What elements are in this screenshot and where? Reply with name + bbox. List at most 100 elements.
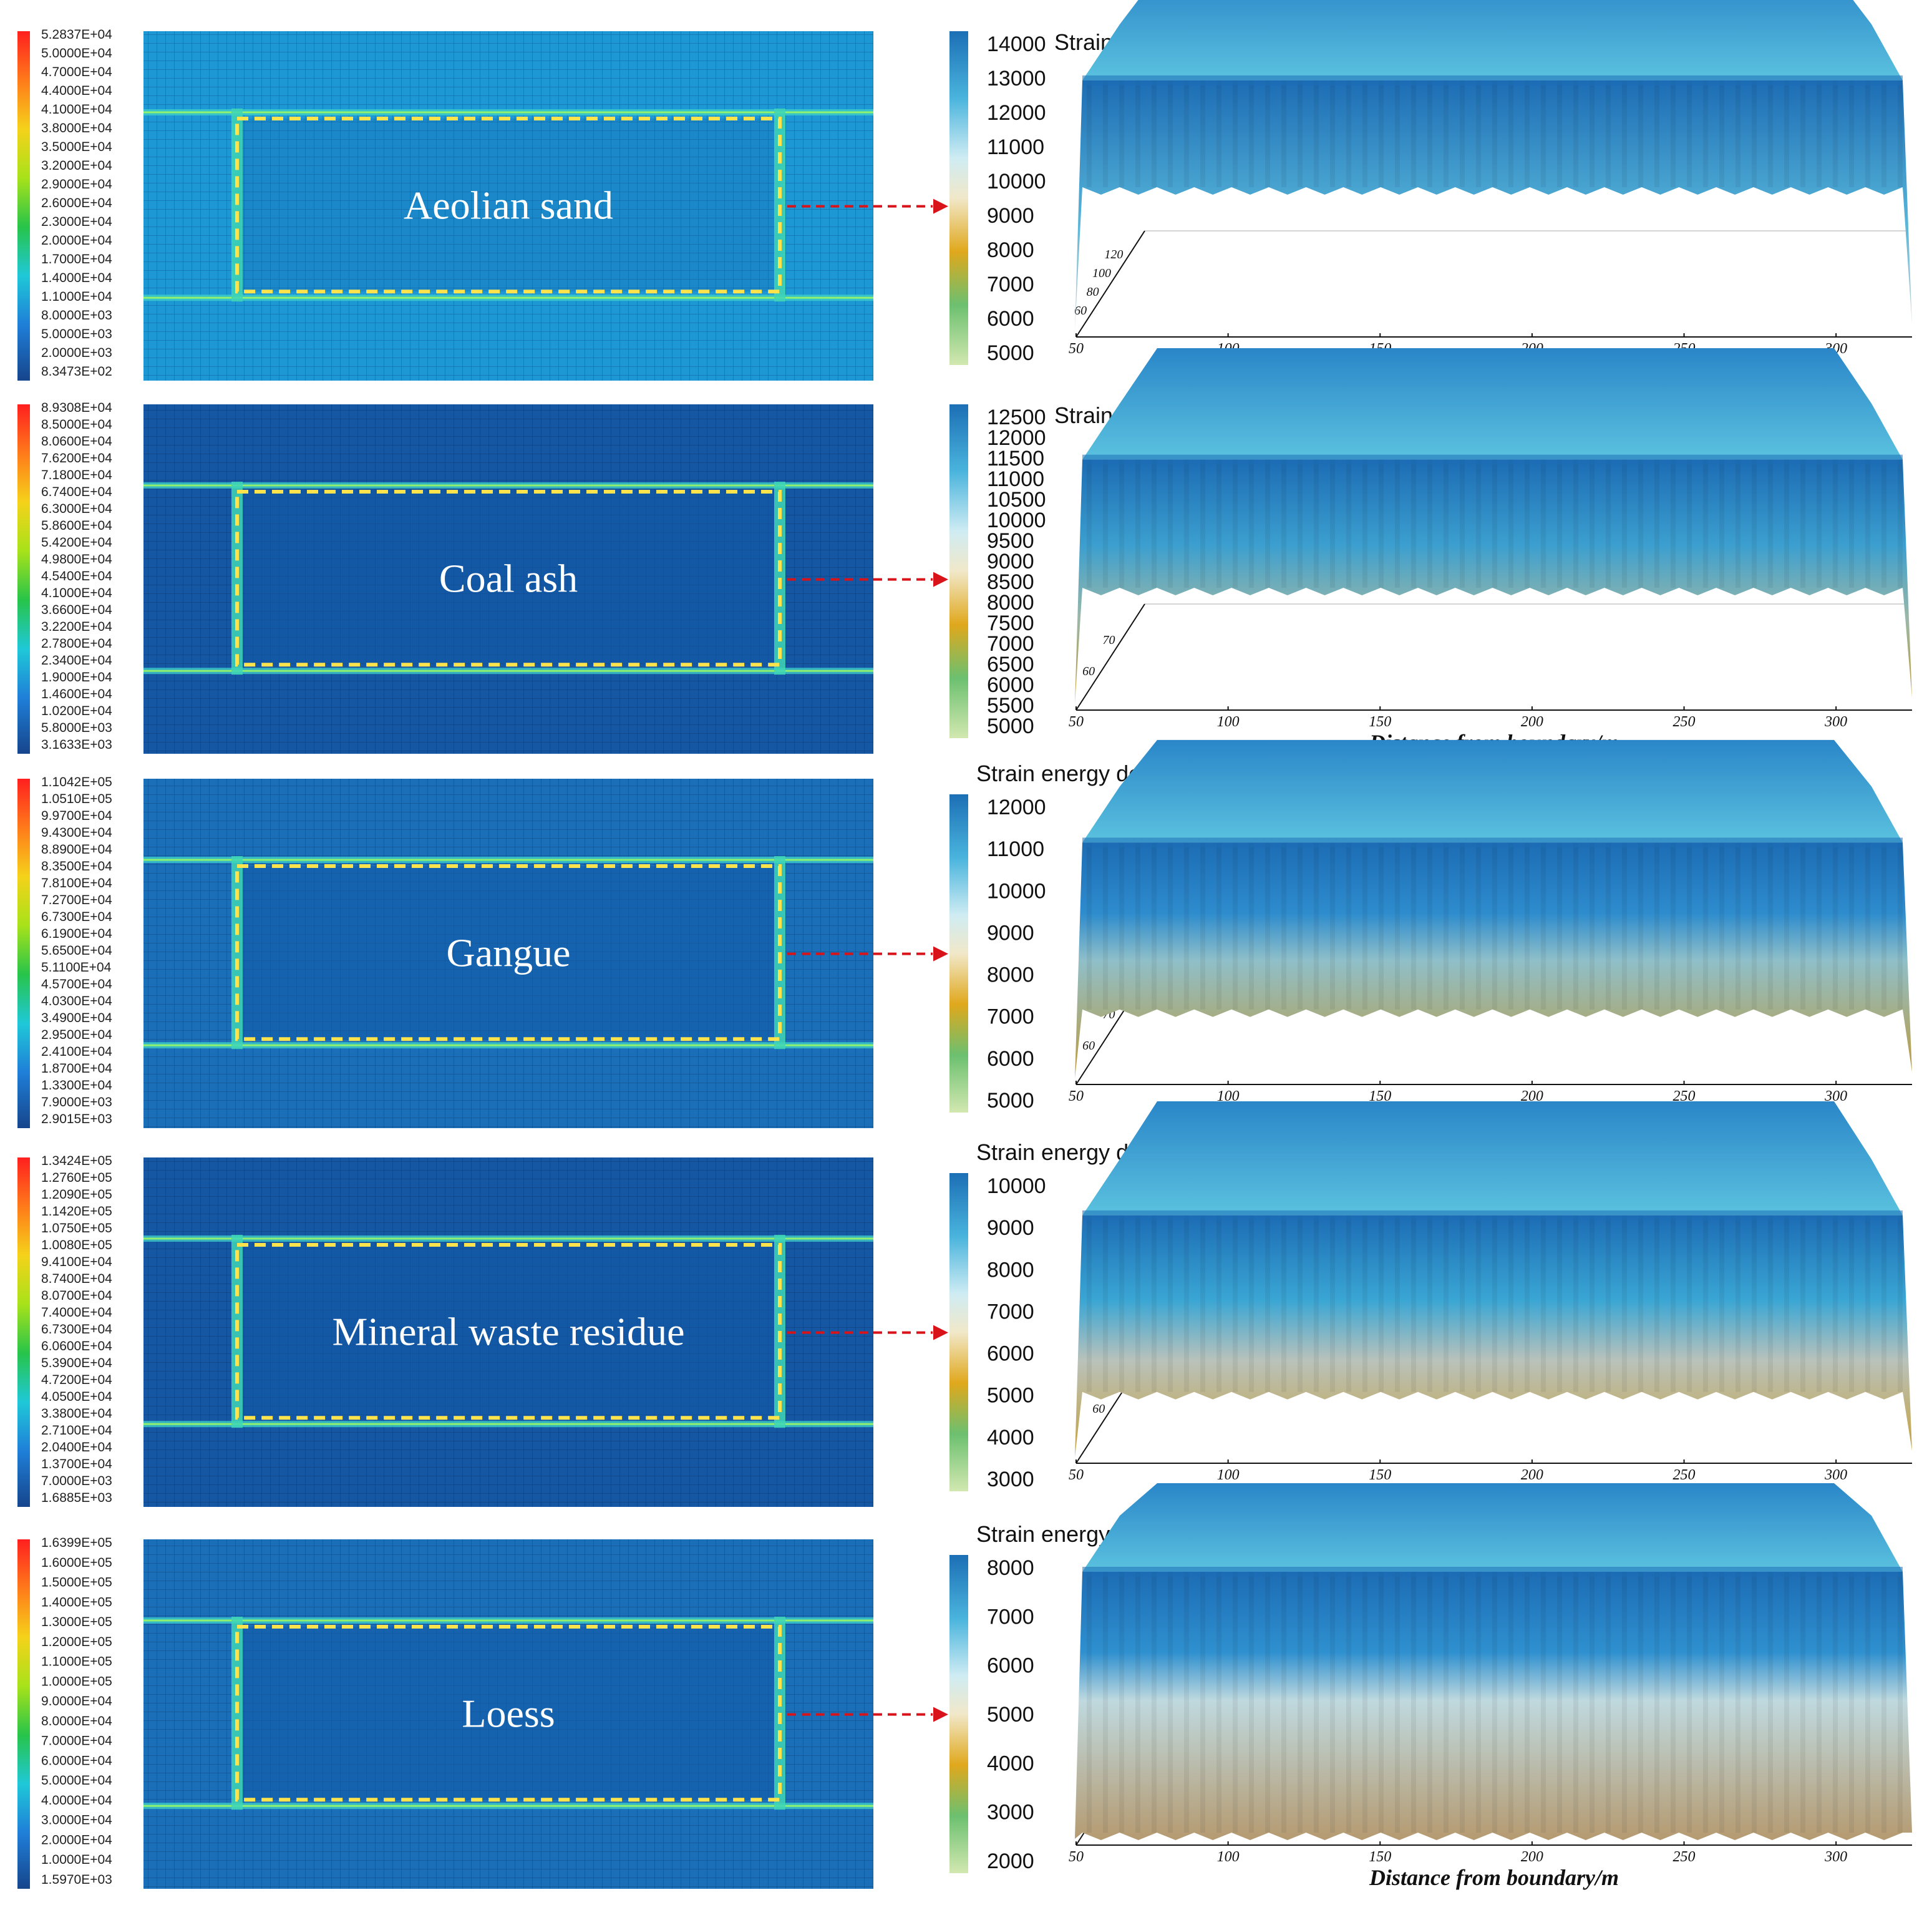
z-tick-label: 9000	[987, 921, 1034, 945]
legend-label: 3.2000E+04	[41, 158, 112, 173]
surface-colorbar	[949, 1173, 968, 1491]
y-tick-label: 80	[1087, 285, 1099, 299]
z-tick-label: 11000	[987, 837, 1044, 861]
contour-mesh	[143, 31, 873, 381]
surface-colorbar	[949, 1555, 968, 1873]
seam-line	[143, 296, 873, 299]
legend-label: 1.0750E+05	[41, 1221, 112, 1235]
legend-label: 1.1000E+05	[41, 1655, 112, 1669]
pillar-edge	[231, 109, 243, 302]
x-tick-label: 50	[1069, 1088, 1084, 1104]
x-tick-label: 50	[1069, 1467, 1084, 1483]
seam-line	[143, 670, 873, 672]
legend-label: 6.0000E+04	[41, 1753, 112, 1768]
z-tick-label: 12000	[987, 426, 1046, 450]
legend-label: 7.2700E+04	[41, 893, 112, 907]
backfill-region	[237, 866, 780, 1040]
legend-label: 3.5000E+04	[41, 140, 112, 154]
surface-striations	[1082, 842, 1903, 1010]
legend-label: 6.1900E+04	[41, 927, 112, 941]
z-tick-label: 12500	[987, 406, 1046, 429]
legend-label: 1.5000E+05	[41, 1576, 112, 1590]
legend-label: 1.2760E+05	[41, 1171, 112, 1185]
material-label: Mineral waste residue	[332, 1310, 684, 1354]
legend-label: 5.4200E+04	[41, 535, 112, 550]
backfill-region	[237, 1245, 780, 1418]
seam-line	[143, 1237, 873, 1240]
surface-top	[1082, 0, 1903, 80]
x-axis-title: Distance from boundary/m	[1369, 1865, 1619, 1890]
z-tick-label: 6000	[987, 307, 1034, 331]
x-tick-label: 300	[1824, 1467, 1847, 1483]
legend-label: 1.0000E+05	[41, 1674, 112, 1688]
legend-label: 8.3473E+02	[41, 364, 112, 379]
legend-label: 1.7000E+04	[41, 252, 112, 266]
legend-label: 8.9308E+04	[41, 401, 112, 415]
z-tick-label: 5000	[987, 1703, 1034, 1727]
x-tick-label: 250	[1673, 1467, 1696, 1483]
seam-line	[143, 111, 873, 114]
z-tick-label: 5000	[987, 1384, 1034, 1408]
legend-label: 8.3500E+04	[41, 859, 112, 874]
y-tick-label: 100	[1092, 266, 1111, 280]
legend-label: 7.0000E+03	[41, 1474, 112, 1488]
y-tick-label: 60	[1074, 304, 1087, 318]
legend-label: 3.0000E+04	[41, 1813, 112, 1828]
z-tick-label: 11000	[987, 467, 1044, 491]
legend-label: 1.2090E+05	[41, 1187, 112, 1202]
material-label: Loess	[462, 1692, 555, 1736]
legend-label: 1.0000E+04	[41, 1853, 112, 1867]
z-tick-label: 13000	[987, 67, 1046, 90]
legend-label: 5.8600E+04	[41, 519, 112, 533]
legend-label: 9.4300E+04	[41, 826, 112, 840]
pillar-edge	[231, 482, 243, 675]
legend-label: 3.3800E+04	[41, 1406, 112, 1421]
backfill-outline	[235, 490, 782, 667]
legend-label: 4.5400E+04	[41, 569, 112, 583]
surface-top	[1082, 1101, 1903, 1216]
z-tick-label: 6000	[987, 1342, 1034, 1366]
legend-label: 4.7200E+04	[41, 1373, 112, 1387]
legend-label: 2.9000E+04	[41, 177, 112, 192]
z-tick-label: 4000	[987, 1752, 1034, 1775]
legend-label: 1.1420E+05	[41, 1204, 112, 1219]
legend-label: 2.3000E+04	[41, 215, 112, 229]
x-tick-label: 200	[1521, 714, 1543, 730]
legend-label: 2.0000E+03	[41, 346, 112, 360]
legend-label: 2.4100E+04	[41, 1045, 112, 1059]
legend-label: 3.1633E+03	[41, 738, 112, 752]
x-tick-label: 200	[1521, 1467, 1543, 1483]
z-tick-label: 11000	[987, 135, 1044, 159]
surface-rim	[1082, 837, 1903, 848]
legend-label: 2.7100E+04	[41, 1423, 112, 1438]
x-tick-label: 150	[1369, 1467, 1391, 1483]
legend-label: 1.9000E+04	[41, 670, 112, 685]
legend-label: 4.0000E+04	[41, 1793, 112, 1808]
legend-label: 1.1042E+05	[41, 775, 112, 789]
pillar-edge	[231, 1617, 243, 1810]
legend-label: 7.9000E+03	[41, 1095, 112, 1109]
surface-striations	[1082, 80, 1903, 187]
z-tick-label: 10000	[987, 1174, 1046, 1198]
z-tick-label: 7500	[987, 611, 1034, 635]
legend-label: 7.1800E+04	[41, 468, 112, 482]
legend-label: 3.4900E+04	[41, 1011, 112, 1025]
legend-label: 4.4000E+04	[41, 84, 112, 98]
surface-rim	[1082, 454, 1903, 465]
z-tick-label: 7000	[987, 1005, 1034, 1029]
surface-colorbar	[949, 404, 968, 738]
backfill-outline	[235, 864, 782, 1041]
legend-label: 8.0000E+03	[41, 308, 112, 323]
link-arrow-head	[933, 1325, 948, 1340]
x-tick-label: 100	[1217, 1849, 1240, 1865]
contour-colorbar	[17, 31, 30, 381]
z-tick-label: 7000	[987, 1605, 1034, 1629]
surface-rim	[1082, 1567, 1903, 1577]
legend-label: 5.8000E+03	[41, 721, 112, 735]
y-tick-label: 60	[1082, 1039, 1095, 1053]
z-tick-label: 8000	[987, 963, 1034, 987]
legend-label: 1.4600E+04	[41, 687, 112, 701]
panel-3: 1.1042E+051.0510E+059.9700E+049.4300E+04…	[17, 739, 1912, 1129]
legend-label: 3.2200E+04	[41, 620, 112, 634]
link-arrow-head	[933, 572, 948, 587]
